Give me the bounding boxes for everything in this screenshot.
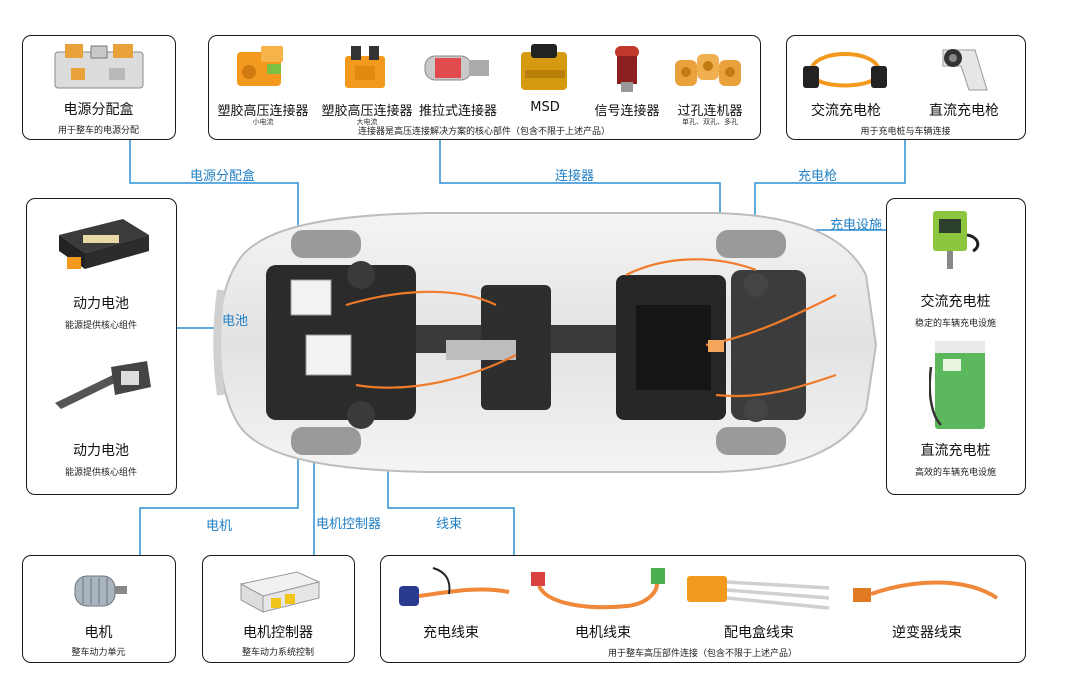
leader-line-gun bbox=[754, 140, 906, 240]
battery-module-icon bbox=[55, 361, 151, 409]
connector-note-6: 单孔、双孔、多孔 bbox=[682, 118, 738, 126]
ac-gun-label: 交流充电枪 bbox=[811, 103, 881, 119]
motor-controller-icon bbox=[239, 571, 321, 613]
pdu-harness-icon bbox=[687, 576, 830, 610]
inverter-harness-icon bbox=[853, 580, 999, 602]
battery-box: 动力电池 能源提供核心组件 动力电池 能源提供核心组件 bbox=[26, 198, 177, 495]
harness-label-1: 充电线束 bbox=[423, 625, 479, 641]
harness-box: 充电线束 电机线束 配电盒线束 逆变器线束 用于整车高压部件连接（包含不限于上述… bbox=[380, 555, 1026, 663]
dc-pile-desc: 高效的车辆充电设施 bbox=[914, 468, 996, 478]
leader-label-pdu: 电源分配盒 bbox=[190, 169, 256, 184]
ac-pile-desc: 稳定的车辆充电设施 bbox=[914, 319, 996, 329]
car-chassis-illustration bbox=[213, 212, 878, 473]
connector-label-5: 信号连接器 bbox=[594, 104, 660, 119]
battery-pack-icon bbox=[59, 219, 149, 269]
leader-label-motor: 电机 bbox=[206, 519, 233, 534]
leader-label-harness: 线束 bbox=[436, 517, 463, 532]
orange-hv-connector-large-icon bbox=[345, 46, 385, 88]
pdu-desc: 用于整车的电源分配 bbox=[57, 126, 139, 136]
connector-label-2: 塑胶高压连接器 bbox=[321, 104, 413, 119]
power-distribution-box-icon bbox=[54, 44, 144, 89]
ac-pile-title: 交流充电桩 bbox=[920, 294, 991, 310]
msd-icon bbox=[521, 44, 567, 90]
controller-title: 电机控制器 bbox=[243, 625, 313, 641]
charging-gun-desc: 用于充电桩与车辆连接 bbox=[860, 127, 951, 137]
ac-charging-gun-icon bbox=[803, 52, 887, 88]
pdu-box: 电源分配盒 用于整车的电源分配 bbox=[22, 35, 176, 140]
battery-title-2: 动力电池 bbox=[73, 443, 129, 459]
orange-hv-connector-icon bbox=[237, 46, 283, 86]
motor-harness-icon bbox=[531, 568, 665, 610]
battery-desc-1: 能源提供核心组件 bbox=[64, 321, 137, 331]
harness-desc: 用于整车高压部件连接（包含不限于上述产品） bbox=[607, 649, 797, 659]
dc-charging-pile-icon bbox=[929, 341, 985, 429]
charging-facility-box: 交流充电桩 稳定的车辆充电设施 直流充电桩 高效的车辆充电设施 bbox=[886, 198, 1026, 495]
leader-label-gun: 充电枪 bbox=[798, 169, 838, 184]
dc-pile-title: 直流充电桩 bbox=[920, 443, 991, 459]
motor-box: 电机 整车动力单元 bbox=[22, 555, 176, 663]
connector-label-1: 塑胶高压连接器 bbox=[217, 104, 309, 119]
connector-note-1: 小电流 bbox=[252, 118, 274, 126]
connector-label-6: 过孔连机器 bbox=[677, 104, 743, 119]
motor-icon bbox=[74, 575, 127, 607]
pdu-title: 电源分配盒 bbox=[63, 102, 134, 118]
dc-charging-gun-icon bbox=[942, 49, 988, 91]
through-hole-connector-icon bbox=[675, 54, 741, 86]
leader-label-controller: 电机控制器 bbox=[316, 517, 382, 532]
leader-label-battery: 电池 bbox=[222, 314, 249, 329]
charging-gun-box: 交流充电枪 直流充电枪 用于充电桩与车辆连接 bbox=[786, 35, 1026, 140]
controller-desc: 整车动力系统控制 bbox=[241, 648, 314, 658]
harness-label-2: 电机线束 bbox=[575, 625, 631, 641]
harness-label-4: 逆变器线束 bbox=[892, 625, 962, 641]
leader-line-motor bbox=[139, 420, 299, 555]
connector-label-4: MSD bbox=[530, 100, 560, 115]
signal-connector-icon bbox=[615, 46, 639, 92]
motor-title: 电机 bbox=[84, 625, 113, 641]
leader-label-connector: 连接器 bbox=[555, 169, 595, 184]
motor-desc: 整车动力单元 bbox=[71, 648, 126, 658]
push-pull-connector-icon bbox=[424, 55, 489, 81]
connectors-box: 塑胶高压连接器 小电流 塑胶高压连接器 大电流 推拉式连接器 MSD 信号连接器… bbox=[208, 35, 761, 140]
ac-charging-pile-icon bbox=[933, 211, 980, 269]
battery-title-1: 动力电池 bbox=[73, 296, 129, 312]
harness-label-3: 配电盒线束 bbox=[724, 625, 794, 641]
connectors-desc: 连接器是高压连接解决方案的核心部件（包含不限于上述产品） bbox=[357, 127, 610, 137]
connector-label-3: 推拉式连接器 bbox=[418, 104, 497, 119]
motor-controller-box: 电机控制器 整车动力系统控制 bbox=[202, 555, 355, 663]
leader-label-facility: 充电设施 bbox=[830, 218, 883, 233]
battery-desc-2: 能源提供核心组件 bbox=[64, 468, 137, 478]
charging-harness-icon bbox=[399, 567, 510, 606]
dc-gun-label: 直流充电枪 bbox=[929, 103, 999, 119]
connector-note-2: 大电流 bbox=[356, 118, 378, 126]
